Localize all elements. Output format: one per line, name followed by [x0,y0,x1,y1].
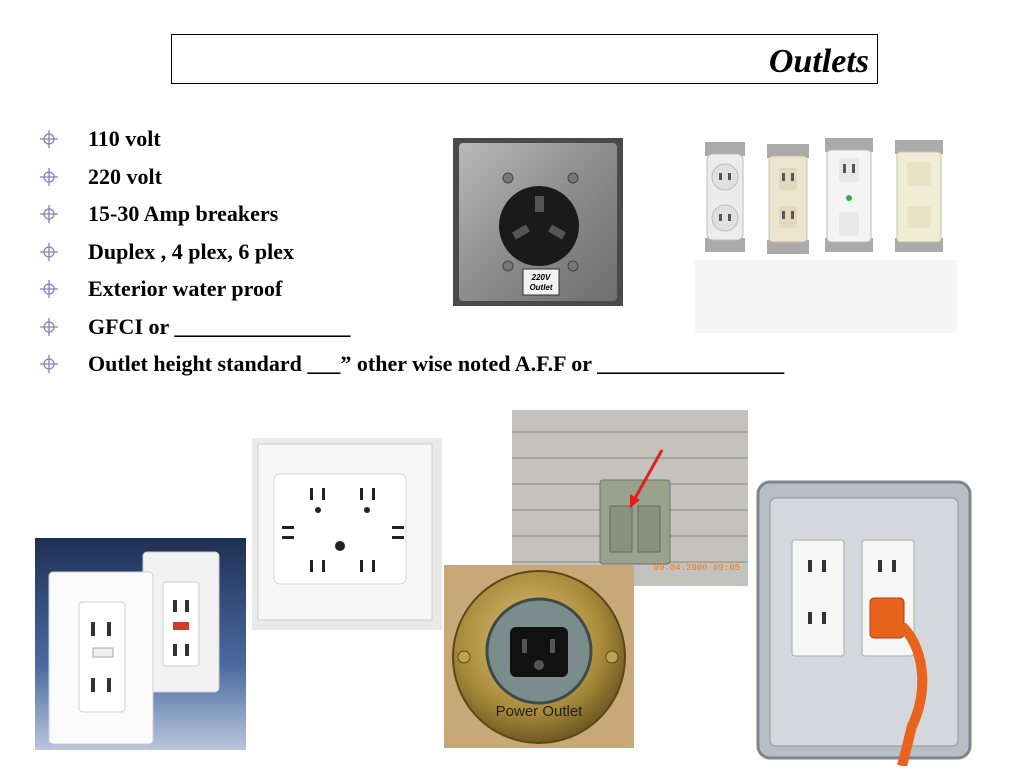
bullet-text: 110 volt [88,126,161,151]
floor-outlet-photo: Power Outlet [444,565,634,748]
bullet-text: Duplex , 4 plex, 6 plex [88,238,294,264]
crosshair-bullet-icon [40,205,58,223]
photo-timestamp: 09.04.2006 09:05 [654,563,740,573]
floor-outlet-caption: Power Outlet [496,703,584,720]
title-box: Outlets [171,34,878,84]
duplex-outlets-photo [695,130,957,333]
bullet-item: 15-30 Amp breakers [38,195,784,233]
crosshair-bullet-icon [40,242,58,261]
bullet-item: GFCI or ________________ [38,308,784,346]
slide-title: Outlets [768,43,869,80]
bullet-list: 110 volt 220 volt 15-30 Amp breakers Dup… [38,120,784,383]
crosshair-bullet-icon [40,280,58,298]
bullet-item: 110 volt [38,120,784,158]
crosshair-bullet-icon [40,167,58,186]
bullet-item: Duplex , 4 plex, 6 plex [38,233,784,271]
sixplex-outlet-photo [252,438,442,630]
bullet-text: 15-30 Amp breakers [88,201,279,226]
bullet-text: GFCI or ________________ [88,313,351,339]
bullet-item: Outlet height standard ___” other wise n… [38,345,784,383]
bullet-item: Exterior water proof [38,270,784,308]
bullet-text: Outlet height standard ___” other wise n… [88,351,785,376]
outlet-220v-photo: 220V Outlet [453,138,623,306]
outlet-220v-label-line2: Outlet [529,283,552,292]
exterior-outlet-photo: 09.04.2006 09:05 [512,410,748,586]
bullet-text: Exterior water proof [88,276,283,301]
gfci-outlets-photo [35,538,246,750]
bullet-item: 220 volt [38,158,784,196]
bullet-text: 220 volt [88,163,162,189]
weatherproof-cover-photo [752,476,974,766]
crosshair-bullet-icon [40,355,58,373]
crosshair-bullet-icon [40,317,58,336]
crosshair-bullet-icon [40,130,58,148]
outlet-220v-label-line1: 220V [531,273,551,282]
